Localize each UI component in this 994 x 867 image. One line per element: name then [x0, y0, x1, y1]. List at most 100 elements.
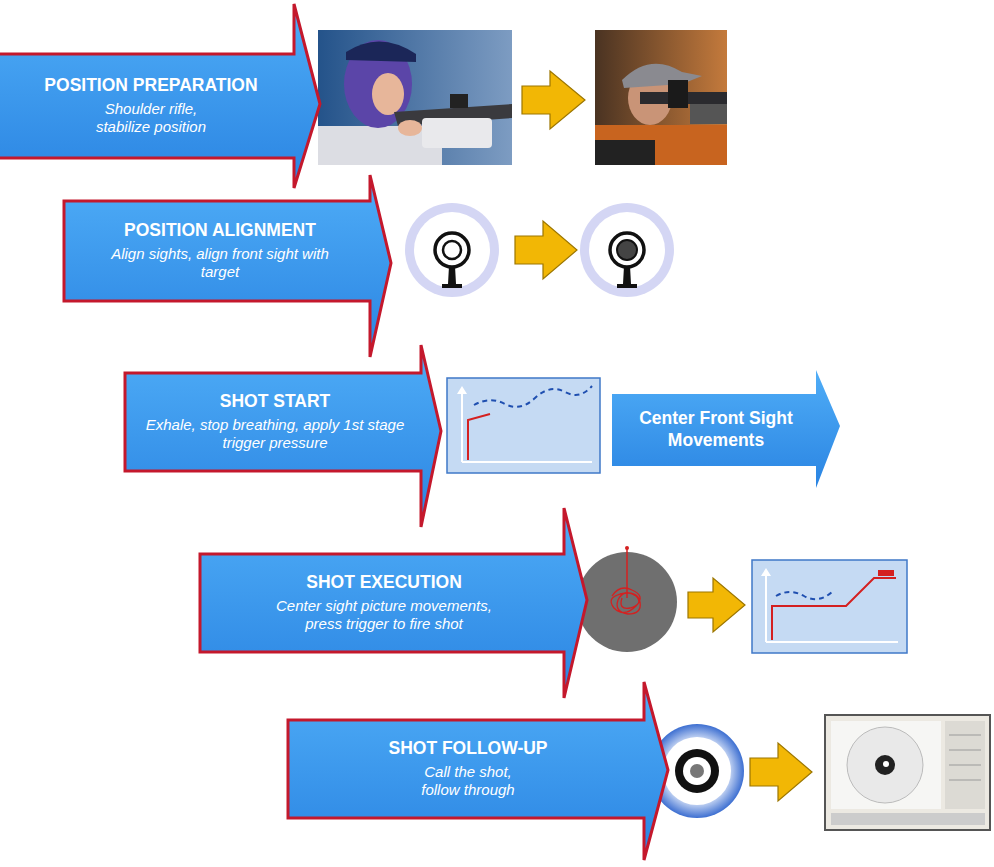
shot-dot: [690, 764, 704, 778]
step-title: POSITION PREPARATION: [44, 75, 257, 97]
chart-panel: [752, 560, 907, 653]
target-black: [675, 749, 719, 793]
pressure-line: [772, 578, 896, 640]
shooting-jacket: [595, 125, 727, 165]
arrow-outline: [125, 345, 441, 527]
score-panel: [945, 721, 985, 809]
sight-field: [663, 737, 731, 805]
rifle-stock: [690, 104, 727, 124]
cap: [622, 64, 702, 88]
front-sight-ring: [610, 233, 644, 267]
step-description: Shoulder rifle, stabilize position: [76, 100, 226, 138]
step-description: Call the shot, follow through: [403, 763, 533, 801]
arrow-text-block: SHOT START Exhale, stop breathing, apply …: [145, 391, 405, 453]
step-arrow: POSITION ALIGNMENT Align sights, align fr…: [64, 175, 391, 357]
step-arrow: POSITION PREPARATION Shoulder rifle, stab…: [0, 4, 320, 188]
sight-picture: [405, 203, 499, 297]
chart-axis: [461, 390, 463, 462]
monitor-frame: [825, 715, 990, 830]
chart-axis: [761, 568, 771, 576]
face: [372, 73, 404, 115]
sight-ring: [580, 203, 674, 297]
shot-trace: [626, 548, 628, 598]
arrow-text-block: SHOT EXECUTION Center sight picture movem…: [259, 572, 509, 634]
front-sight-inner: [443, 241, 461, 259]
score-panel: [949, 750, 981, 751]
hold-pattern: [577, 546, 677, 652]
sight-field: [414, 212, 490, 288]
target-black: [617, 240, 637, 260]
step-title: SHOT EXECUTION: [306, 572, 462, 594]
target-black: [875, 755, 895, 775]
score-panel: [949, 765, 981, 766]
shooting-jacket: [595, 140, 655, 165]
arrow-text-area: POSITION ALIGNMENT Align sights, align fr…: [76, 201, 364, 301]
score-monitor: [825, 715, 990, 830]
trigger-chart: [752, 560, 907, 653]
arrow-text-block: POSITION PREPARATION Shoulder rifle, stab…: [44, 75, 257, 137]
sight-movement-line: [776, 592, 832, 599]
sight-ring: [405, 203, 499, 297]
rear-sight: [668, 80, 688, 108]
front-sight-ring: [435, 233, 469, 267]
arrow-outline: [288, 682, 668, 860]
sub-step-arrow: Center Front Sight Movements: [612, 370, 840, 488]
step-description: Exhale, stop breathing, apply 1st stage …: [145, 416, 405, 454]
sight-picture: [580, 203, 674, 297]
yellow-arrow: [688, 578, 745, 632]
arrow-text-area: SHOT EXECUTION Center sight picture movem…: [212, 554, 556, 652]
sight-field: [683, 757, 711, 785]
rifle-stock: [422, 118, 492, 148]
cap: [346, 41, 416, 62]
yellow-arrow: [515, 221, 577, 279]
arrow-text-block: SHOT FOLLOW-UP Call the shot, follow thro…: [388, 738, 547, 800]
arrow-outline: [200, 508, 587, 698]
chart-panel: [447, 378, 600, 473]
arrow-shape: [612, 370, 840, 488]
sight-movement-line: [474, 386, 592, 407]
monitor-status-bar: [831, 813, 985, 825]
step-title: SHOT START: [220, 391, 331, 413]
step-arrow: SHOT START Exhale, stop breathing, apply …: [125, 345, 441, 527]
chart-axis: [457, 386, 467, 394]
step-description: Align sights, align front sight with tar…: [105, 245, 335, 283]
shot-dot: [883, 761, 889, 767]
arrow-text-area: SHOT START Exhale, stop breathing, apply …: [135, 373, 415, 471]
yellow-arrow: [522, 71, 585, 129]
arrow-text-area: SHOT FOLLOW-UP Call the shot, follow thro…: [300, 720, 636, 818]
step-title: POSITION ALIGNMENT: [124, 220, 316, 242]
step-arrow: SHOT EXECUTION Center sight picture movem…: [200, 508, 587, 698]
chart-axis: [765, 572, 767, 642]
arrow-text-block: POSITION ALIGNMENT Align sights, align fr…: [105, 220, 335, 282]
shot-trace: [625, 546, 629, 550]
chart-axis: [766, 641, 898, 643]
shooter-photo: [318, 30, 512, 165]
trigger-chart: [447, 378, 600, 473]
photo-background: [595, 30, 727, 165]
score-panel: [949, 780, 981, 781]
front-sight-post: [617, 266, 637, 288]
score-panel: [949, 735, 981, 736]
shooter-photo: [595, 30, 727, 165]
rear-sight: [450, 94, 468, 108]
arrow-text-area: POSITION PREPARATION Shoulder rifle, stab…: [14, 54, 288, 158]
arrow-outline: [64, 175, 391, 357]
hand: [398, 120, 422, 136]
arrow-outline: [612, 370, 840, 488]
front-sight-post: [442, 266, 462, 288]
hold-scribble: [611, 588, 640, 614]
shot-marker: [878, 570, 894, 576]
chart-axis: [462, 461, 592, 463]
yellow-arrow: [750, 743, 812, 801]
arrow-text-area: Center Front Sight Movements: [620, 394, 812, 466]
arrow-shape: [0, 4, 320, 188]
step-title: SHOT FOLLOW-UP: [388, 738, 547, 760]
pressure-line: [468, 414, 490, 460]
monitor-screen: [831, 721, 941, 809]
sight-field: [589, 212, 665, 288]
monitor-target: [847, 727, 923, 803]
step-arrow: SHOT FOLLOW-UP Call the shot, follow thro…: [288, 682, 668, 860]
step-description: Center sight picture movements, press tr…: [259, 597, 509, 635]
